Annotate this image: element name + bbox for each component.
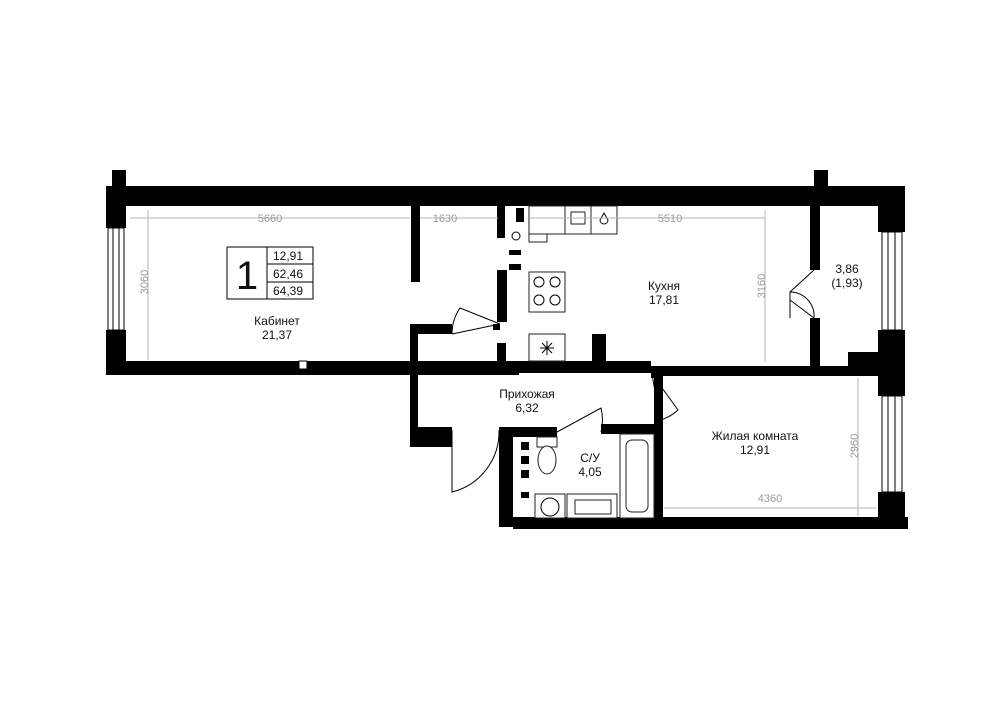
dim-hall-width: 1630 <box>433 213 457 225</box>
dimension-labels: 5660 1630 5510 3060 3160 2960 4360 <box>139 213 861 505</box>
room-area-bathroom: 4,05 <box>578 465 602 479</box>
room-name-hallway: Прихожая <box>499 387 555 401</box>
room-labels: Кабинет 21,37 Кухня 17,81 3,86 (1,93) Пр… <box>254 262 863 479</box>
room-area-kitchen: 17,81 <box>649 293 679 307</box>
washer-icon <box>540 497 560 517</box>
dim-kitchen-width: 5510 <box>658 213 682 225</box>
window-living <box>881 395 903 493</box>
windows <box>107 227 903 493</box>
apartment-badge: 1 12,91 62,46 64,39 <box>226 246 314 300</box>
dim-cabinet-width: 5660 <box>258 213 282 225</box>
bathroom-fixtures <box>534 433 655 519</box>
badge-area-living: 12,91 <box>273 249 303 263</box>
stove-icon <box>528 271 566 313</box>
room-name-living: Жилая комната <box>712 429 799 443</box>
doors <box>451 269 815 493</box>
dim-cabinet-depth: 3060 <box>139 270 151 294</box>
door-bathroom <box>556 407 603 433</box>
room-name-cabinet: Кабинет <box>254 314 300 328</box>
badge-area-with-balcony: 64,39 <box>273 284 303 298</box>
badge-area-total: 62,46 <box>273 267 303 281</box>
room-area-balcony: (1,93) <box>831 276 862 290</box>
room-area-hallway: 6,32 <box>515 401 539 415</box>
room-area-cabinet: 21,37 <box>262 328 292 342</box>
room-area-living: 12,91 <box>740 443 770 457</box>
dim-living-depth: 2960 <box>849 434 861 458</box>
room-name-bathroom: С/У <box>580 451 600 465</box>
window-cabinet <box>107 227 125 331</box>
room-name-kitchen: Кухня <box>648 279 680 293</box>
dim-kitchen-depth: 3160 <box>756 274 768 298</box>
sink-icon <box>564 205 592 235</box>
rooms-count: 1 <box>236 254 258 298</box>
toilet-icon <box>537 445 557 475</box>
walls <box>106 170 908 529</box>
dim-living-width: 4360 <box>758 493 782 505</box>
door-living <box>651 373 679 421</box>
door-balcony <box>789 269 815 319</box>
window-balcony <box>881 231 903 331</box>
room-name-balcony: 3,86 <box>835 262 859 276</box>
door-entrance <box>451 429 500 493</box>
dimension-lines <box>130 210 876 516</box>
door-cabinet <box>451 307 501 335</box>
